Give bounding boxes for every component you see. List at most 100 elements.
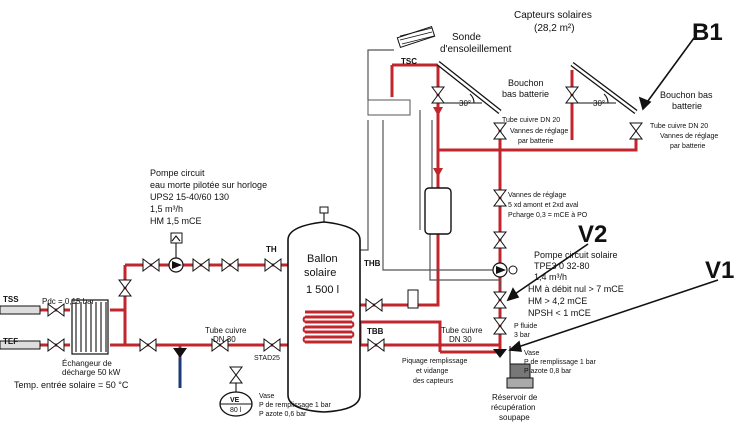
svg-text:Tube cuivre: Tube cuivre — [441, 326, 483, 335]
valve-icon — [263, 338, 281, 352]
svg-text:Tube cuivre DN 20: Tube cuivre DN 20 — [650, 123, 708, 130]
svg-text:Sonde: Sonde — [452, 32, 481, 43]
valve-icon — [367, 338, 385, 352]
svg-text:bas batterie: bas batterie — [502, 89, 549, 99]
svg-text:Piquage remplissage: Piquage remplissage — [402, 358, 467, 365]
svg-text:Tube cuivre DN 20: Tube cuivre DN 20 — [502, 117, 560, 124]
valve-icon — [493, 291, 507, 309]
svg-text:Capteurs solaires: Capteurs solaires — [514, 10, 592, 21]
svg-text:Vannes de réglage: Vannes de réglage — [660, 133, 718, 140]
valve-icon — [493, 122, 507, 140]
svg-text:Échangeur de: Échangeur de — [62, 359, 112, 368]
sun-sensor-icon — [396, 26, 436, 48]
svg-text:récupération: récupération — [491, 403, 535, 412]
svg-text:TBB: TBB — [367, 327, 384, 336]
svg-text:P fluide: P fluide — [514, 323, 537, 330]
svg-text:Vase: Vase — [259, 393, 275, 400]
ballon-solaire — [287, 206, 361, 413]
svg-text:STAD25: STAD25 — [254, 355, 280, 362]
valve-icon — [431, 86, 445, 104]
svg-text:DN 30: DN 30 — [213, 335, 236, 344]
collector-1 — [436, 61, 502, 114]
svg-text:Vase: Vase — [524, 350, 540, 357]
svg-text:Pdc = 0,15 bar: Pdc = 0,15 bar — [42, 297, 95, 306]
pump-eau-morte-icon — [168, 232, 184, 273]
heat-exchanger — [71, 299, 109, 355]
valves — [47, 86, 643, 352]
svg-text:Bouchon bas: Bouchon bas — [660, 90, 713, 100]
collector-2 — [570, 62, 638, 114]
svg-text:1 500 l: 1 500 l — [306, 284, 339, 296]
svg-text:soupape: soupape — [499, 413, 530, 422]
svg-text:des capteurs: des capteurs — [413, 378, 454, 385]
svg-text:Vannes de réglage: Vannes de réglage — [510, 128, 568, 135]
valve-icon — [365, 298, 383, 312]
svg-text:TSS: TSS — [3, 295, 19, 304]
valve-icon — [47, 338, 65, 352]
svg-text:batterie: batterie — [672, 101, 702, 111]
valve-icon — [493, 231, 507, 249]
vase-expansion-ve — [219, 366, 253, 417]
svg-text:P azote 0,6 bar: P azote 0,6 bar — [259, 411, 307, 418]
svg-text:Bouchon: Bouchon — [508, 78, 544, 88]
svg-text:TSC: TSC — [401, 57, 417, 66]
svg-text:UPS2 15-40/60 130: UPS2 15-40/60 130 — [150, 192, 229, 202]
svg-text:décharge 50 kW: décharge 50 kW — [62, 368, 121, 377]
svg-text:TEF: TEF — [3, 337, 18, 346]
svg-text:par batterie: par batterie — [518, 138, 554, 145]
svg-text:Pompe circuit solaire: Pompe circuit solaire — [534, 250, 618, 260]
svg-text:d'ensoleillement: d'ensoleillement — [440, 44, 512, 55]
svg-text:5 xd amont et 2xd aval: 5 xd amont et 2xd aval — [508, 202, 579, 209]
svg-text:P de remplissage 1 bar: P de remplissage 1 bar — [259, 402, 332, 409]
valve-icon — [118, 279, 132, 297]
svg-text:Ballon: Ballon — [307, 253, 338, 265]
callout-arrows — [506, 37, 719, 352]
svg-text:TPE3 0 32-80: TPE3 0 32-80 — [534, 261, 590, 271]
svg-text:DN 30: DN 30 — [449, 335, 472, 344]
flow-arrows — [433, 107, 443, 177]
svg-text:P de remplissage 1 bar: P de remplissage 1 bar — [524, 359, 597, 366]
valve-icon — [493, 317, 507, 335]
svg-text:HM à débit nul > 7 mCE: HM à débit nul > 7 mCE — [528, 284, 624, 294]
safety-valve-icon — [493, 349, 507, 358]
svg-text:Vannes de réglage: Vannes de réglage — [508, 192, 566, 199]
valve-icon — [192, 258, 210, 272]
svg-text:30°: 30° — [593, 99, 605, 108]
svg-text:et vidange: et vidange — [416, 368, 448, 375]
svg-text:TH: TH — [266, 245, 277, 254]
check-valve-icon — [173, 348, 187, 388]
vase-expansion-solaire — [506, 346, 534, 389]
svg-text:NPSH < 1 mCE: NPSH < 1 mCE — [528, 308, 591, 318]
valve-icon — [221, 258, 239, 272]
air-separator — [424, 187, 452, 235]
svg-text:30°: 30° — [459, 99, 471, 108]
svg-text:VE: VE — [230, 397, 240, 404]
valve-icon — [142, 258, 160, 272]
svg-text:Tube cuivre: Tube cuivre — [205, 326, 247, 335]
svg-text:HM 1,5 mCE: HM 1,5 mCE — [150, 216, 202, 226]
valve-icon — [493, 189, 507, 207]
heating-coil-icon — [302, 310, 355, 344]
svg-text:1,5 m³/h: 1,5 m³/h — [150, 204, 183, 214]
svg-text:3 bar: 3 bar — [514, 332, 531, 339]
svg-text:Réservoir de: Réservoir de — [492, 393, 538, 402]
pump-solaire-icon — [492, 262, 518, 278]
svg-text:V2: V2 — [578, 221, 607, 248]
valve-icon — [139, 338, 157, 352]
svg-text:V1: V1 — [705, 257, 734, 284]
svg-text:eau morte pilotée sur horloge: eau morte pilotée sur horloge — [150, 180, 267, 190]
svg-text:Pompe circuit: Pompe circuit — [150, 168, 205, 178]
svg-text:P azote 0,8 bar: P azote 0,8 bar — [524, 368, 572, 375]
svg-text:par batterie: par batterie — [670, 143, 706, 150]
svg-text:1,4 m³/h: 1,4 m³/h — [534, 272, 567, 282]
valve-icon — [47, 303, 65, 317]
svg-text:HM > 4,2 mCE: HM > 4,2 mCE — [528, 296, 587, 306]
labels: Capteurs solaires (28,2 m²) Sonde d'enso… — [3, 10, 734, 422]
svg-text:THB: THB — [364, 259, 381, 268]
valve-icon — [565, 86, 579, 104]
svg-text:solaire: solaire — [304, 267, 336, 279]
svg-text:Pcharge 0,3 = mCE à PO: Pcharge 0,3 = mCE à PO — [508, 212, 588, 219]
svg-text:(28,2 m²): (28,2 m²) — [534, 23, 575, 34]
valve-icon — [264, 258, 282, 272]
